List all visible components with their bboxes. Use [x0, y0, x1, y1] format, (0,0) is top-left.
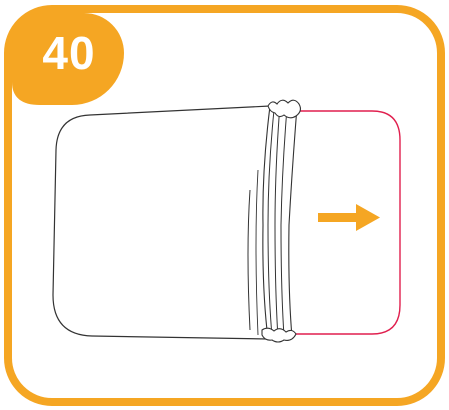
cover-gather-bottom [262, 328, 296, 342]
cover-fold-5 [289, 107, 297, 337]
cover-fold-3 [275, 104, 280, 338]
arrow-right-icon [318, 204, 380, 231]
cover-gather-top [268, 100, 300, 118]
cover-fold-4 [281, 108, 287, 336]
cover-body [53, 106, 270, 339]
cushion-outline [285, 111, 400, 334]
step-number: 40 [16, 16, 118, 96]
